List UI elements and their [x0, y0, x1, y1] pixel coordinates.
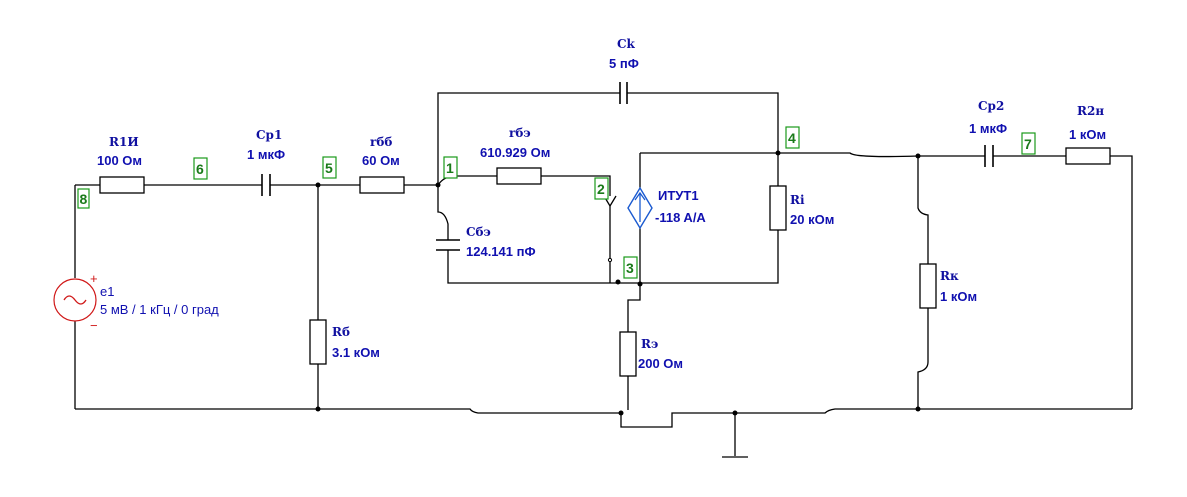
controlled-current-source-itut1[interactable] — [627, 186, 653, 230]
junction-gnd — [732, 410, 738, 416]
junction-dots — [315, 150, 921, 416]
junction-node3 — [637, 281, 643, 287]
svg-text:6: 6 — [196, 161, 204, 177]
cbe-value: 124.141 пФ — [466, 244, 536, 259]
node-label-4[interactable]: 4 — [785, 126, 800, 149]
resistor-r1i[interactable] — [99, 176, 145, 194]
rbb-name: rбб — [370, 135, 392, 149]
ck-value: 5 пФ — [609, 56, 639, 71]
node-label-1[interactable]: 1 — [443, 156, 458, 179]
svg-text:3: 3 — [626, 260, 634, 276]
rk-name: Rк — [940, 269, 959, 283]
svg-text:2: 2 — [597, 181, 605, 197]
resistor-rk[interactable] — [919, 263, 937, 309]
cp1-value: 1 мкФ — [247, 147, 285, 162]
r1i-value: 100 Ом — [97, 153, 142, 168]
e1-name: e1 — [100, 284, 114, 299]
junction-gnd-rk — [915, 406, 921, 412]
ri-name: Ri — [790, 193, 805, 207]
node-label-7[interactable]: 7 — [1021, 132, 1036, 155]
rb-value: 3.1 кОм — [332, 345, 380, 360]
r2n-name: R2н — [1077, 104, 1104, 118]
voltage-source-e1[interactable] — [53, 278, 97, 322]
svg-text:1: 1 — [446, 160, 454, 176]
cp2-value: 1 мкФ — [969, 121, 1007, 136]
capacitor-cbe[interactable] — [436, 239, 460, 251]
r1i-name: R1И — [109, 135, 139, 149]
ck-name: Ck — [617, 37, 636, 51]
cp2-name: Cp2 — [978, 99, 1004, 113]
junction-node3b — [615, 279, 621, 285]
itut1-name: ИТУТ1 — [658, 188, 699, 203]
resistor-rb[interactable] — [309, 319, 327, 365]
svg-text:5: 5 — [325, 160, 333, 176]
junction-node4 — [775, 150, 781, 156]
ri-value: 20 кОм — [790, 212, 834, 227]
resistor-re[interactable] — [619, 331, 637, 377]
junction-output — [915, 153, 921, 159]
e1-value: 5 мВ / 1 кГц / 0 град — [100, 302, 219, 317]
junction-gnd-rb — [315, 406, 321, 412]
rbe-name: rбэ — [509, 126, 531, 140]
r2n-value: 1 кОм — [1069, 127, 1106, 142]
e1-plus-sign: + — [90, 271, 98, 286]
re-name: Rэ — [641, 337, 658, 351]
resistor-ri[interactable] — [769, 185, 787, 231]
rbb-value: 60 Ом — [362, 153, 400, 168]
svg-text:7: 7 — [1024, 136, 1032, 152]
resistor-rbb[interactable] — [359, 176, 405, 194]
node-label-8[interactable]: 8 — [77, 188, 90, 209]
junction-node5 — [315, 182, 321, 188]
resistor-rbe[interactable] — [496, 167, 542, 185]
svg-text:4: 4 — [788, 130, 796, 146]
resistor-r2n[interactable] — [1065, 147, 1111, 165]
itut1-value: -118 A/A — [655, 210, 706, 225]
cbe-name: Cбэ — [466, 225, 491, 239]
rbe-value: 610.929 Ом — [480, 145, 550, 160]
node-label-5[interactable]: 5 — [322, 156, 337, 179]
cp1-name: Cp1 — [256, 128, 282, 142]
svg-text:8: 8 — [80, 191, 88, 207]
re-value: 200 Ом — [638, 356, 683, 371]
rk-value: 1 кОм — [940, 289, 977, 304]
junction-gnd-re — [618, 410, 624, 416]
node-label-2[interactable]: 2 — [594, 177, 609, 200]
junction-node1 — [435, 182, 441, 188]
wires — [74, 92, 1133, 458]
capacitor-cp1[interactable] — [261, 174, 271, 196]
capacitor-ck[interactable] — [619, 82, 628, 104]
e1-minus-sign: − — [90, 318, 98, 333]
rb-name: Rб — [332, 325, 350, 339]
capacitor-cp2[interactable] — [984, 145, 994, 167]
node-label-6[interactable]: 6 — [193, 157, 208, 180]
node-label-3[interactable]: 3 — [623, 256, 638, 279]
